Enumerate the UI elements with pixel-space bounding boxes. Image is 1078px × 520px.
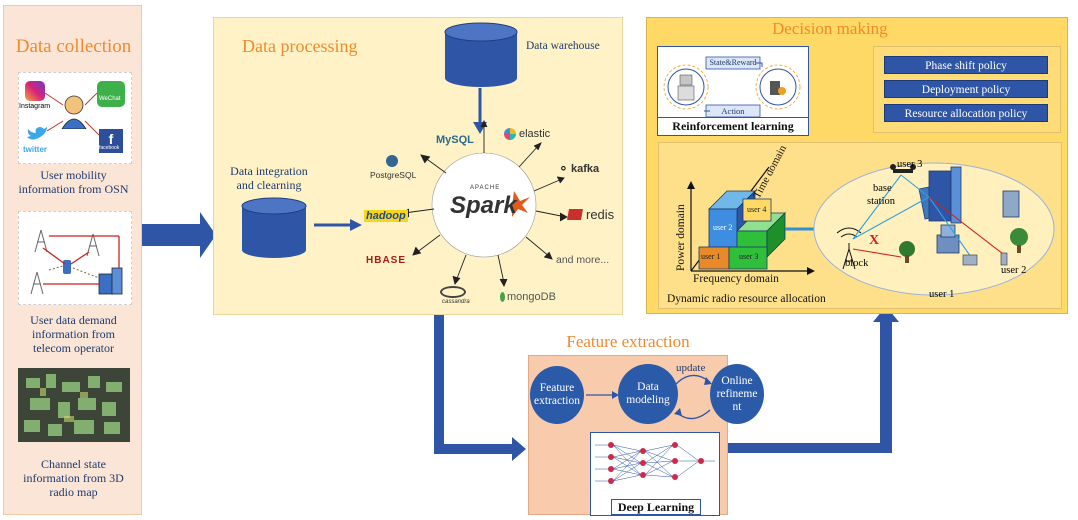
scene-base-station-line1: base: [873, 183, 892, 194]
scene-base-station-line2: station: [867, 196, 895, 207]
feature-flow-arrows: [586, 374, 712, 420]
data-collection-title: Data collection: [15, 36, 132, 57]
scene-block-label: block: [845, 258, 869, 269]
osn-icons-group: Instagram WeChat twitter f facebook: [18, 72, 132, 164]
spark-hub-spokes: [401, 119, 568, 288]
refinement-node-line1: Online: [721, 374, 753, 387]
rl-diagram: [663, 56, 801, 118]
radio-map-image: [18, 368, 130, 442]
decision-making-title: Decision making: [772, 19, 888, 38]
network-scene: [813, 162, 1055, 296]
map-label-line1: Channel state: [41, 457, 106, 471]
user3-chart-label: user 3: [739, 252, 759, 261]
resource-allocation-policy: Resource allocation policy: [884, 104, 1048, 122]
data-integration-cylinder: [241, 197, 307, 258]
data-processing-panel: Data processing Data warehouse Data inte…: [213, 17, 623, 315]
refinement-node-line2: refineme: [716, 387, 758, 400]
redis-icon: [567, 209, 583, 220]
user4-chart-label: user 4: [747, 205, 767, 214]
mongodb-logo: mongoDB: [507, 291, 556, 303]
kafka-icon: ⚬: [558, 162, 569, 177]
dynamic-allocation-label: Dynamic radio resource allocation: [667, 293, 826, 305]
spark-logo: Spark: [450, 192, 517, 219]
instagram-icon: [25, 81, 45, 101]
cassandra-logo: cassandra: [442, 299, 470, 305]
wechat-label: WeChat: [99, 96, 121, 102]
spark-logo-top: APACHE: [470, 185, 501, 191]
elastic-logo: elastic: [519, 128, 551, 140]
deep-learning-label: Deep Learning: [611, 499, 701, 515]
data-warehouse-label: Data warehouse: [526, 40, 600, 52]
cassandra-icon: [440, 286, 466, 298]
feature-extraction-heading: Feature extraction: [566, 332, 690, 351]
deep-learning-box: Deep Learning: [590, 432, 720, 516]
data-collection-panel: Data collection Instagram WeChat twitter…: [3, 5, 142, 515]
feature-node-line2: extraction: [534, 395, 580, 407]
update-label: update: [676, 362, 706, 374]
modeling-node-line2: modeling: [626, 394, 670, 406]
refinement-node-line3: nt: [732, 400, 742, 413]
osn-label-line2: information from OSN: [18, 182, 129, 196]
postgresql-logo: PostgreSQL: [370, 170, 417, 180]
resource-block-chart: [687, 166, 815, 275]
facebook-icon: f: [99, 129, 123, 153]
scene-user2-label: user 2: [1001, 265, 1027, 276]
wechat-icon: [97, 81, 125, 107]
deployment-policy: Deployment policy: [884, 80, 1048, 98]
telecom-network-group: [18, 211, 132, 305]
feature-node-line1: Feature: [539, 382, 575, 394]
osn-label-line1: User mobility: [40, 168, 107, 182]
and-more-logo: and more...: [556, 254, 610, 266]
integration-to-hadoop-arrow: [314, 219, 362, 231]
hadoop-logo: hadoop: [364, 210, 408, 222]
elastic-icon: [504, 128, 516, 140]
arrow-collection-to-processing: [142, 212, 216, 258]
scene-block-mark: X: [869, 233, 880, 248]
osn-connector-lines: [44, 92, 100, 136]
user2-chart-label: user 2: [713, 223, 733, 232]
online-refinement-node: Online refineme nt: [710, 364, 764, 424]
scene-user1-label: user 1: [929, 289, 955, 300]
twitter-label: twitter: [23, 145, 47, 154]
telecom-label-line2: information from: [32, 327, 115, 341]
rl-box: State&Reward Action Reinforcement learni…: [657, 46, 809, 136]
telecom-label-line3: telecom operator: [33, 341, 114, 355]
map-label-line3: radio map: [49, 485, 98, 499]
mysql-logo: MySQL: [436, 134, 474, 146]
scene-user3-label: user 3: [897, 159, 923, 170]
facebook-label: facebook: [99, 145, 120, 151]
twitter-icon: [25, 125, 49, 143]
kafka-logo: kafka: [571, 163, 600, 175]
hbase-logo: HBASE: [366, 255, 407, 266]
integration-label-line2: and clearning: [236, 178, 302, 192]
postgresql-icon: [386, 155, 398, 167]
radio-allocation-subpanel: user 1 user 2 user 3 user 4 Time domain …: [658, 142, 1062, 309]
frequency-domain-label: Frequency domain: [693, 273, 779, 285]
feature-extraction-node: Feature extraction: [530, 366, 584, 424]
data-processing-title: Data processing: [242, 36, 358, 56]
data-modeling-node: Data modeling: [618, 364, 678, 424]
instagram-label: Instagram: [19, 103, 51, 110]
action-label: Action: [721, 106, 745, 116]
telecom-label-line1: User data demand: [30, 313, 117, 327]
power-domain-label: Power domain: [675, 204, 687, 271]
neural-network-diagram: [595, 442, 715, 484]
rl-label: Reinforcement learning: [658, 117, 808, 134]
map-label-line2: information from 3D: [23, 471, 124, 485]
user-avatar-icon: [61, 95, 87, 130]
phase-shift-policy: Phase shift policy: [884, 56, 1048, 74]
integration-label-line1: Data integration: [230, 164, 308, 178]
arrow-processing-to-feature: [434, 314, 526, 461]
telecom-network-diagram: [30, 229, 123, 295]
mongodb-icon: [500, 292, 505, 302]
state-reward-label: State&Reward: [709, 58, 757, 67]
user1-chart-label: user 1: [701, 252, 721, 261]
data-warehouse-cylinder: [444, 22, 518, 87]
modeling-node-line1: Data: [637, 381, 659, 393]
redis-logo: redis: [586, 207, 615, 222]
